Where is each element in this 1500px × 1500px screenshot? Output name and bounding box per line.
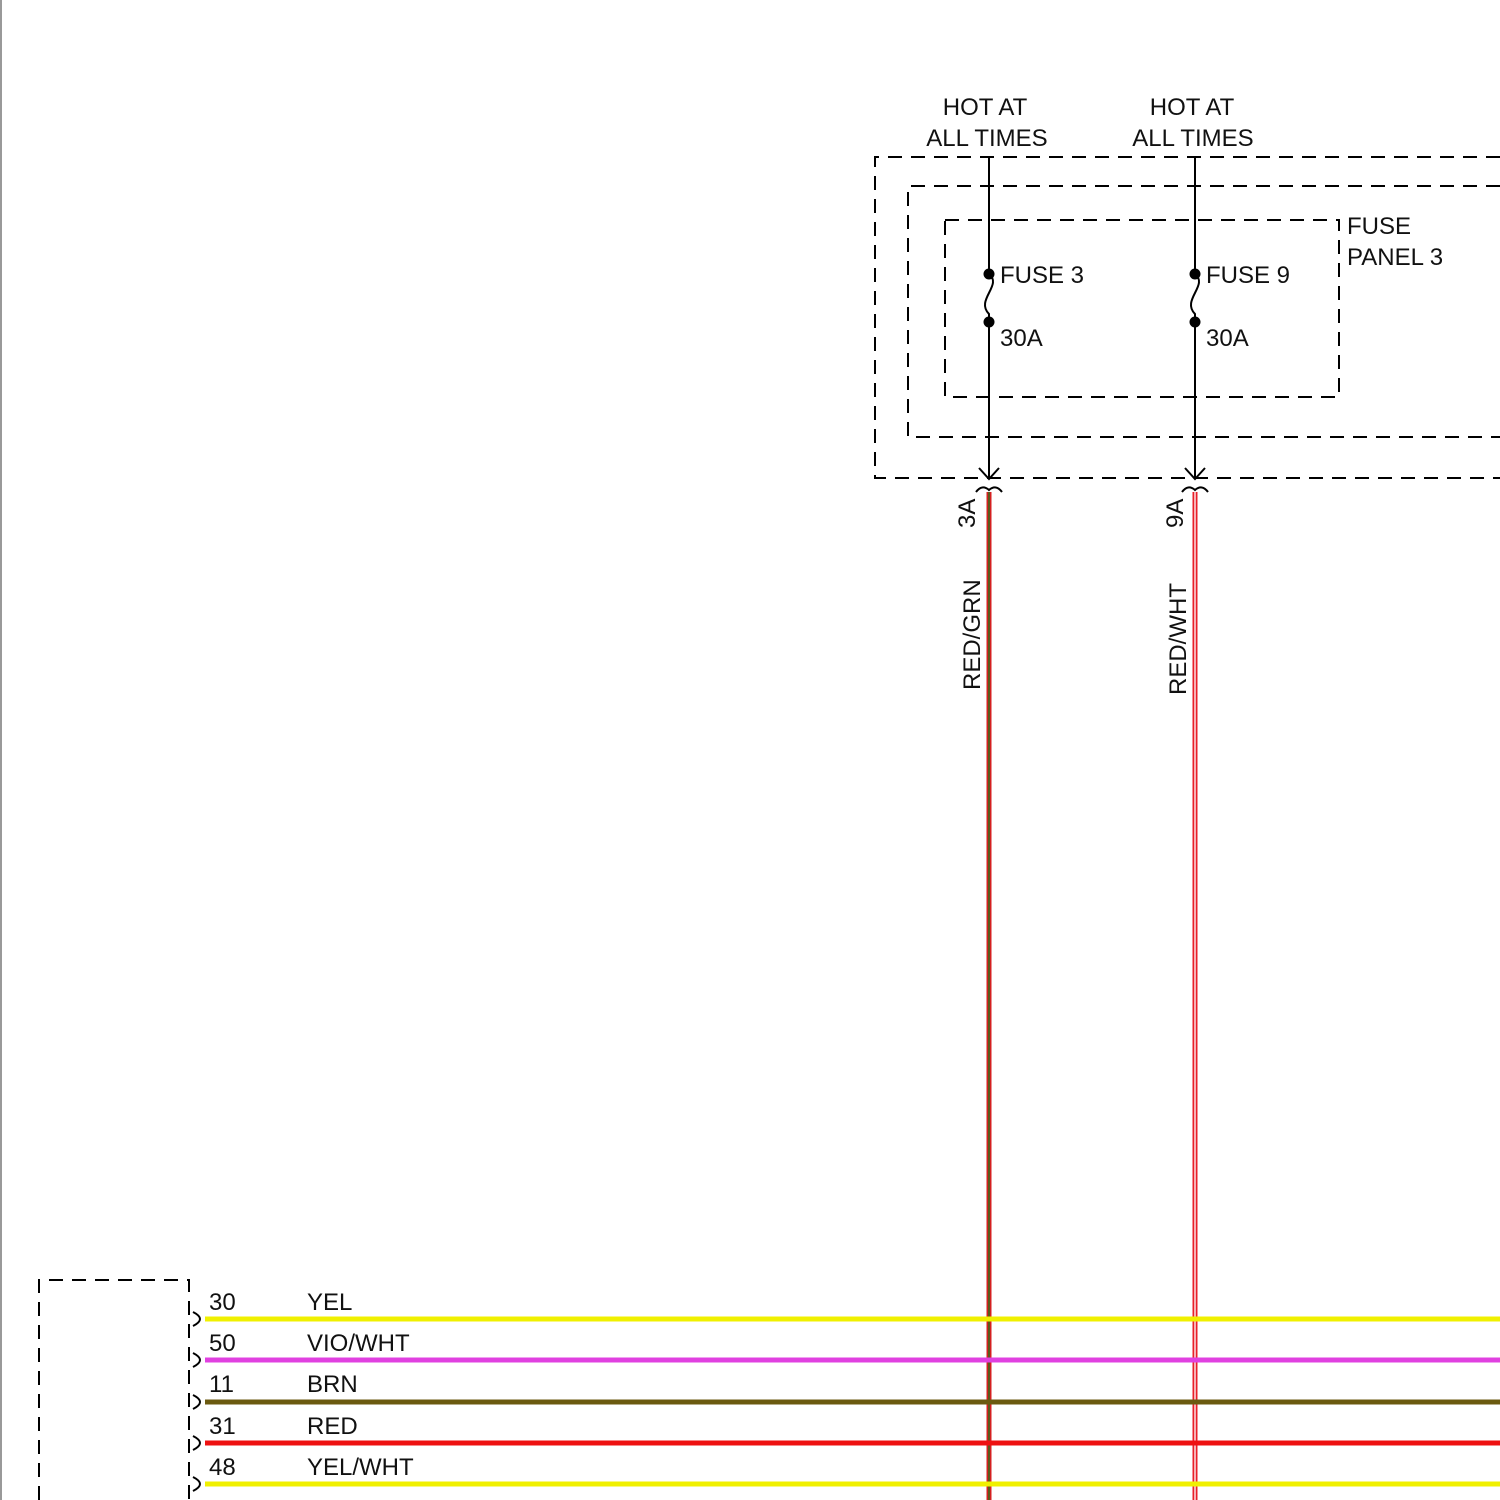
connector-pin-symbol (976, 487, 1002, 492)
fuse-panel-label-line1: FUSE (1347, 213, 1411, 240)
connector-wire-11: 11 BRN (193, 1371, 1500, 1409)
fuse-feed-3: HOT AT ALL TIMES FUSE 3 30A 3A RED/GRN (926, 94, 1084, 1500)
wire-color-label: RED/WHT (1165, 583, 1192, 695)
connector-wire-48: 48 YEL/WHT (193, 1454, 1500, 1491)
fuse-feed-9: HOT AT ALL TIMES FUSE 9 30A 9A RED/WHT (1132, 94, 1290, 1500)
wire-color-label: VIO/WHT (307, 1330, 410, 1357)
fuse-symbol (985, 274, 993, 322)
connector-pin-symbol (193, 1353, 200, 1367)
connector-pin-symbol (193, 1395, 200, 1409)
pin-number: 30 (209, 1289, 236, 1316)
fuse-label: FUSE 9 (1206, 262, 1290, 289)
fuse-rating: 30A (1000, 325, 1043, 352)
hot-at-all-times-line2: ALL TIMES (926, 125, 1047, 152)
wire-color-label: YEL/WHT (307, 1454, 414, 1481)
wire-color-label: RED/GRN (959, 579, 986, 690)
wire-color-label: YEL (307, 1289, 352, 1316)
fuse-panel-box (945, 220, 1339, 397)
hot-at-all-times-line1: HOT AT (1150, 94, 1235, 121)
wire-color-label: BRN (307, 1371, 358, 1398)
connector-wire-30: 30 YEL (193, 1289, 1500, 1326)
fuse-panel-label-line2: PANEL 3 (1347, 244, 1443, 271)
hot-at-all-times-line2: ALL TIMES (1132, 125, 1253, 152)
fuse-label: FUSE 3 (1000, 262, 1084, 289)
hot-at-all-times-line1: HOT AT (943, 94, 1028, 121)
wire-color-label: RED (307, 1413, 358, 1440)
connector-wire-50: 50 VIO/WHT (193, 1330, 1500, 1367)
connector-wire-31: 31 RED (193, 1413, 1500, 1450)
fuse-rating: 30A (1206, 325, 1249, 352)
middle-component-box (908, 186, 1500, 437)
pin-number: 11 (209, 1371, 234, 1398)
connector-pin-symbol (193, 1312, 200, 1326)
module-component-box (39, 1280, 189, 1500)
fuse-symbol (1191, 274, 1199, 322)
connector-pin-symbol (193, 1436, 200, 1450)
outer-component-box (875, 157, 1500, 478)
terminal-label: 3A (954, 499, 981, 528)
connector-pin-symbol (1182, 487, 1208, 492)
pin-number: 50 (209, 1330, 236, 1357)
terminal-label: 9A (1162, 499, 1189, 528)
pin-number: 31 (209, 1413, 236, 1440)
connector-pin-symbol (193, 1477, 200, 1491)
pin-number: 48 (209, 1454, 236, 1481)
